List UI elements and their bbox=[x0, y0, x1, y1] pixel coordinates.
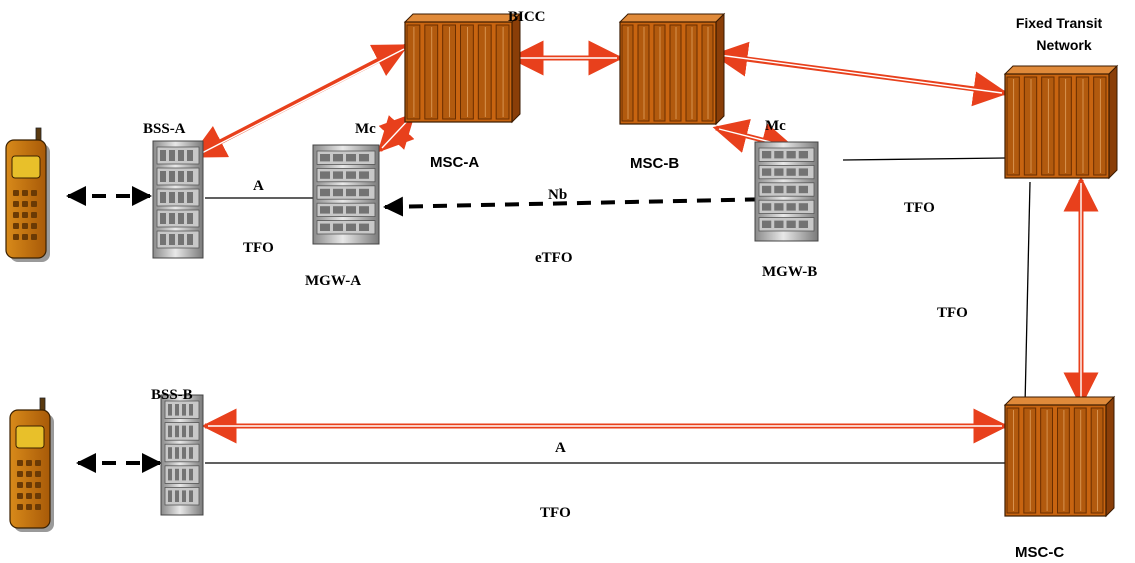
msc-c-switch bbox=[1003, 395, 1116, 518]
nb-interface-arrow bbox=[383, 189, 778, 217]
mc-label-b: Mc bbox=[765, 118, 786, 134]
bss-a-to-msc-a-link bbox=[189, 43, 410, 159]
msc-c-label: MSC-C bbox=[1015, 544, 1064, 561]
bss-b-cabinet bbox=[160, 394, 204, 516]
bss-a-label: BSS-A bbox=[143, 121, 186, 137]
mgw-b-cabinet bbox=[754, 141, 819, 242]
mgw-a-cabinet bbox=[312, 144, 380, 245]
mgw-b-to-transit-line bbox=[842, 157, 1006, 161]
msc-b-label: MSC-B bbox=[630, 155, 679, 172]
transit-to-msc-c-line bbox=[1024, 181, 1031, 406]
a-label-top: A bbox=[253, 178, 264, 194]
bicc-label: BICC bbox=[508, 9, 546, 25]
bss-b-label: BSS-B bbox=[151, 387, 193, 403]
user-plane-lines bbox=[205, 157, 1031, 464]
mobile-phone-icon bbox=[9, 397, 54, 532]
fixed-transit-switch bbox=[1003, 64, 1119, 180]
tfo-label-bss-a: TFO bbox=[243, 240, 274, 256]
mgw-b-label: MGW-B bbox=[762, 264, 817, 280]
fixed-transit-label-line2: Network bbox=[1036, 37, 1091, 53]
msc-b-to-transit-link bbox=[712, 41, 1009, 107]
msc-a-switch bbox=[403, 12, 522, 124]
signaling-links bbox=[189, 40, 1099, 444]
mc-label-a: Mc bbox=[355, 121, 376, 137]
mobile-phone-icon bbox=[5, 127, 50, 262]
a-label-bottom: A bbox=[555, 440, 566, 456]
dashed-arrows bbox=[66, 186, 778, 473]
mgw-a-label: MGW-A bbox=[305, 273, 361, 289]
etfo-label: eTFO bbox=[535, 250, 573, 266]
tfo-label-right: TFO bbox=[937, 305, 968, 321]
tfo-label-mgw-b: TFO bbox=[904, 200, 935, 216]
bss-a-cabinet bbox=[152, 140, 204, 259]
tfo-label-bottom: TFO bbox=[540, 505, 571, 521]
nb-label: Nb bbox=[548, 187, 567, 203]
msc-b-switch bbox=[618, 12, 726, 126]
msc-a-label: MSC-A bbox=[430, 154, 479, 171]
fixed-transit-label-line1: Fixed Transit bbox=[1016, 15, 1103, 31]
